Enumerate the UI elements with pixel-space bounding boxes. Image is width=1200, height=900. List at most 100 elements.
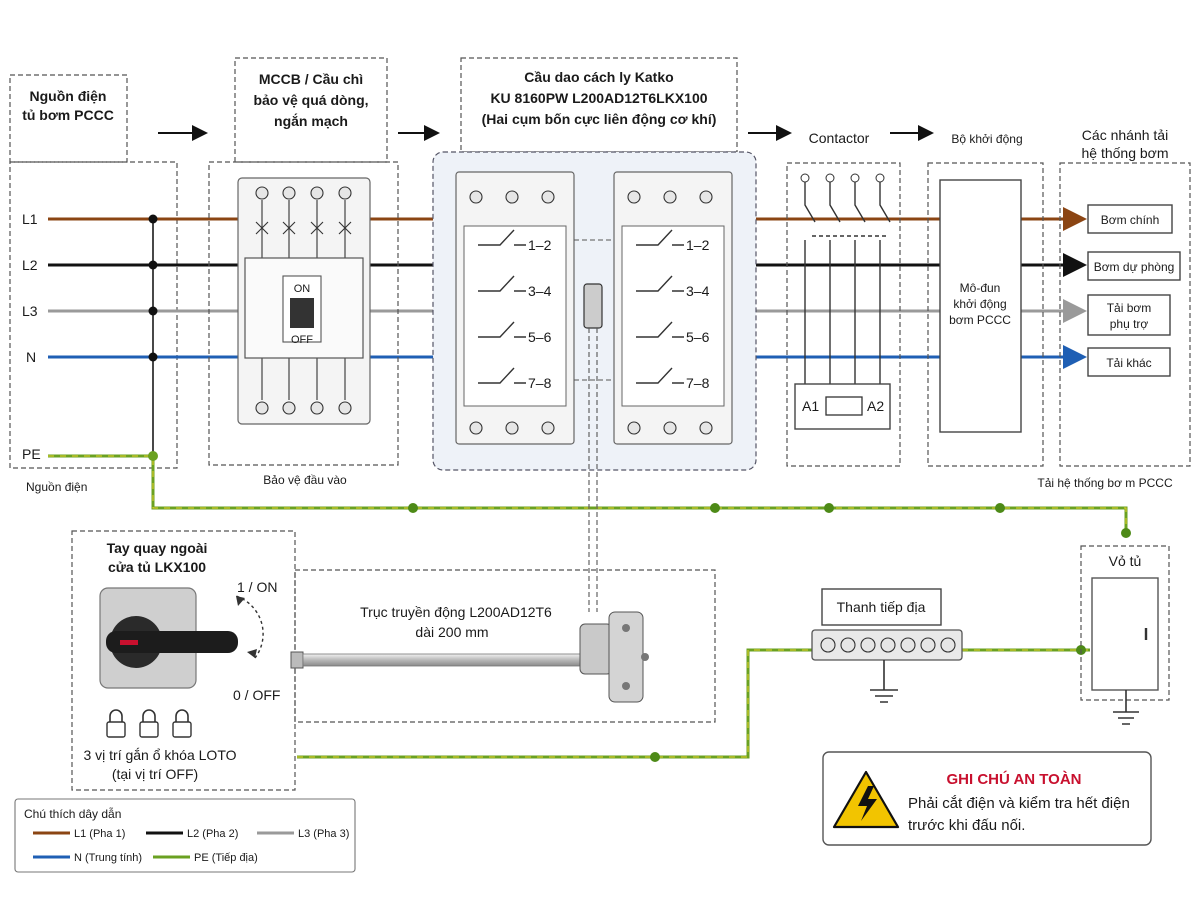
- safety-note-box: [822, 751, 1152, 846]
- high-voltage-warning-icon: [832, 770, 900, 829]
- wire-pe-handle-stripe: [297, 649, 812, 758]
- contactor-coil-a1: A1: [802, 398, 819, 414]
- isolator-right-contact-7-8: 7–8: [686, 375, 710, 391]
- isolator-right-contact-1-2: 1–2: [686, 237, 710, 253]
- safety-note-title: GHI CHÚ AN TOÀN: [947, 770, 1082, 788]
- pe-dot-handle: [650, 752, 660, 762]
- shaft-box: [294, 569, 716, 723]
- handle-loto-line1: 3 vị trí gắn ổ khóa LOTO: [83, 747, 236, 763]
- starter-module: [939, 179, 1022, 433]
- isolator-title-line2: KU 8160PW L200AD12T6LKX100: [490, 90, 707, 106]
- isolator-screw: [627, 190, 641, 204]
- mccb-screw: [255, 186, 269, 200]
- starter-title: Bộ khởi động: [951, 132, 1022, 146]
- padlock-icon: [172, 709, 192, 738]
- ground-bar-section: Thanh tiếp địa: [811, 588, 963, 703]
- handle-title-line1: Tay quay ngoài: [107, 540, 208, 556]
- mccb-on-label: ON: [294, 283, 311, 295]
- ground-bar-screws: [820, 637, 956, 653]
- flange-bolt: [622, 682, 630, 690]
- ground-screw: [880, 637, 896, 653]
- load-box-backup-pump[interactable]: [1087, 251, 1181, 281]
- isolator-left-contact-5-6: 5–6: [528, 329, 552, 345]
- contactor-title: Contactor: [809, 130, 870, 146]
- isolator-screw: [505, 190, 519, 204]
- source-line-n: N: [26, 349, 36, 365]
- isolator-screw: [663, 190, 677, 204]
- legend-box: [14, 798, 356, 873]
- loto-locks: [106, 709, 192, 738]
- wire-pe-main-stripe: [48, 455, 1127, 533]
- isolator-screw: [469, 190, 483, 204]
- source-caption: Nguồn điện: [26, 480, 87, 494]
- mccb-screw: [338, 401, 352, 415]
- handle-on-label: 1 / ON: [237, 579, 277, 595]
- ground-screw: [920, 637, 936, 653]
- mccb-screw: [282, 401, 296, 415]
- junction-dot-n: [148, 352, 158, 362]
- source-section: Nguồn điện tủ bơm PCCC L1 L2 L3 N PE Ngu…: [9, 74, 178, 494]
- load-aux-pump-label-line2: phụ trợ: [1110, 317, 1149, 331]
- handle-section: Tay quay ngoài cửa tủ LKX100 1 / ON 0 / …: [71, 530, 296, 791]
- mccb-screw: [255, 401, 269, 415]
- mccb-screw: [310, 401, 324, 415]
- contactor-terminal: [800, 173, 810, 183]
- legend-title: Chú thích dây dẫn: [24, 806, 121, 821]
- load-box-main-pump[interactable]: [1087, 204, 1173, 234]
- enclosure-box: [1080, 545, 1170, 701]
- isolator-right-contact-3-4: 3–4: [686, 283, 710, 299]
- isolator-screw: [627, 421, 641, 435]
- source-title-line1: Nguồn điện: [30, 88, 107, 104]
- loads-caption: Tải hệ thống bơ m PCCC: [1037, 476, 1173, 490]
- load-backup-pump-label: Bơm dự phòng: [1094, 260, 1175, 274]
- contactor-coil-a2: A2: [867, 398, 884, 414]
- handle-lever[interactable]: [106, 631, 238, 653]
- enclosure-cabinet-icon: [1091, 577, 1159, 691]
- load-aux-pump-label-line1: Tải bơm: [1107, 301, 1152, 315]
- pe-dot-source: [148, 451, 158, 461]
- shaft-coupling: [579, 623, 613, 675]
- junction-dot-l3: [148, 306, 158, 316]
- source-line-l1: L1: [22, 211, 38, 227]
- isolator-title-line3: (Hai cụm bốn cực liên động cơ khí): [482, 111, 717, 127]
- legend-l2: L2 (Pha 2): [187, 828, 238, 840]
- mccb-box: [208, 161, 399, 466]
- load-box-aux-pump[interactable]: [1087, 294, 1171, 336]
- enclosure-ground-icon: [1113, 690, 1139, 725]
- isolator-title-line1: Cầu dao cách ly Katko: [524, 69, 673, 85]
- mccb-title-line1: MCCB / Cầu chì: [259, 71, 363, 87]
- safety-note-section: GHI CHÚ AN TOÀN Phải cắt điện và kiểm tr…: [822, 751, 1152, 846]
- isolator-section: Cầu dao cách ly Katko KU 8160PW L200AD12…: [432, 57, 757, 612]
- starter-section: Bộ khởi động Mô-đun khởi động bơm PCCC: [927, 132, 1044, 467]
- legend-pe: PE (Tiếp địa): [194, 852, 258, 864]
- load-box-other[interactable]: [1087, 347, 1171, 377]
- mccb-title-box: [234, 57, 388, 163]
- isolator-left-contact-1-2: 1–2: [528, 237, 552, 253]
- contactor-terminal: [875, 173, 885, 183]
- mccb-title-line2: bảo vệ quá dòng,: [253, 92, 368, 108]
- isolator-right-contact-5-6: 5–6: [686, 329, 710, 345]
- ground-screw: [900, 637, 916, 653]
- loads-box: [1059, 162, 1191, 467]
- contactor-terminal: [850, 173, 860, 183]
- isolator-right-panel: [621, 225, 725, 407]
- source-line-l2: L2: [22, 257, 38, 273]
- ground-symbol-icon: [870, 660, 898, 703]
- safety-note-line2: trước khi đấu nối.: [908, 817, 1025, 834]
- isolator-right-contact-symbols: [636, 229, 684, 384]
- isolator-left-contact-7-8: 7–8: [528, 375, 552, 391]
- contactor-terminal: [825, 173, 835, 183]
- pe-dot-4: [995, 503, 1005, 513]
- isolator-screw: [663, 421, 677, 435]
- mccb-screw: [310, 186, 324, 200]
- legend-n: N (Trung tính): [74, 852, 142, 864]
- mccb-toggle-lever[interactable]: [290, 298, 314, 328]
- handle-rotation-arrow-on: [236, 596, 245, 606]
- mccb-screw: [282, 186, 296, 200]
- mccb-off-label: OFF: [291, 334, 313, 346]
- mccb-section: MCCB / Cầu chì bảo vệ quá dòng, ngắn mạc…: [208, 57, 399, 487]
- starter-box: [927, 162, 1044, 467]
- shaft-end-cap: [290, 651, 304, 669]
- interlock-coupler: [583, 283, 603, 329]
